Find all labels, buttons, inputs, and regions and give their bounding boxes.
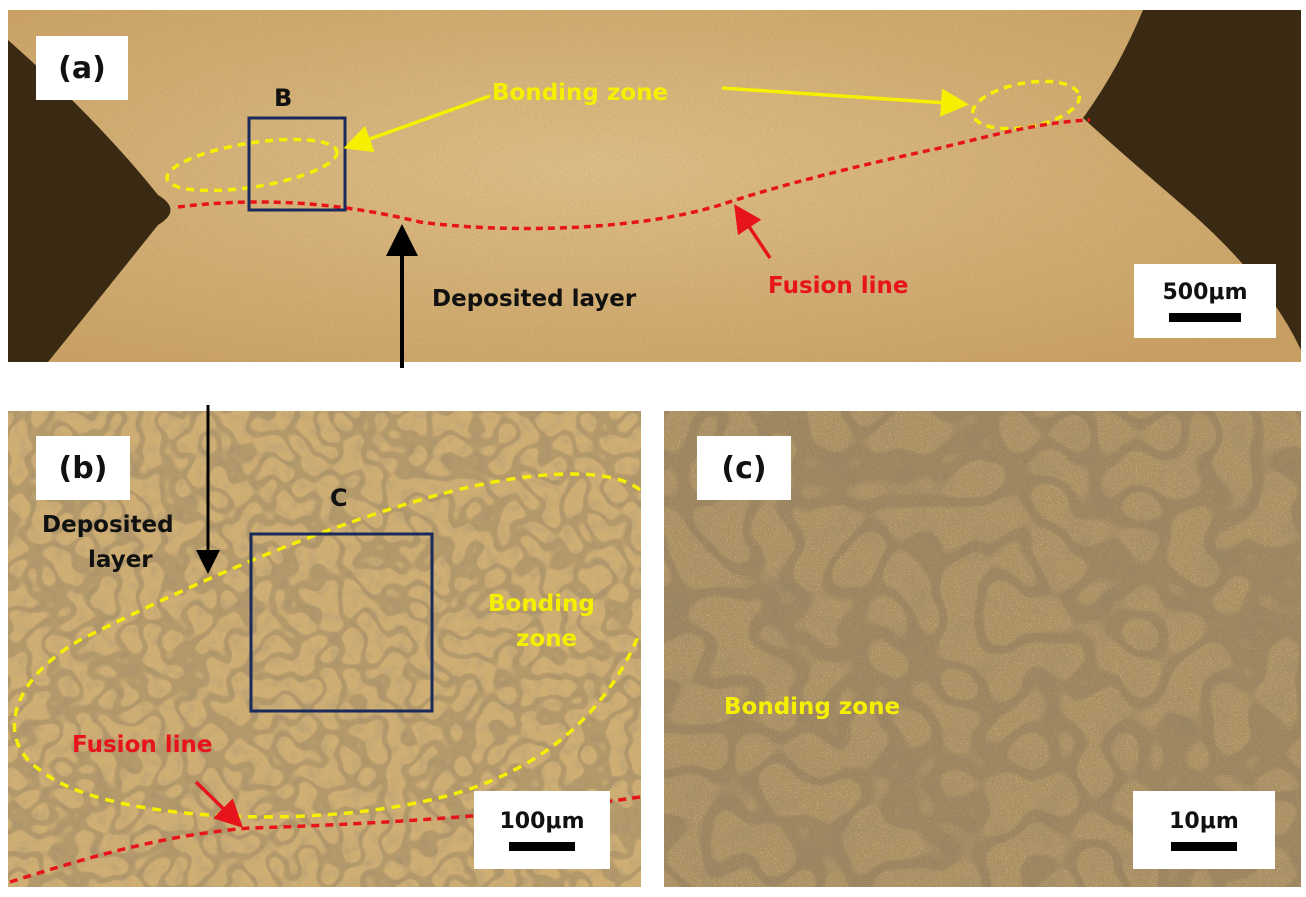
panel-tag-c: (c) [697, 436, 791, 500]
deposited-layer-label-a: Deposited layer [432, 286, 637, 312]
box-label-b: B [274, 84, 293, 112]
scale-bar-c: 10μm [1133, 791, 1275, 869]
bonding-zone-label-a: Bonding zone [492, 80, 669, 106]
scale-label-b: 100μm [499, 809, 585, 834]
panel-tag-b: (b) [36, 436, 130, 500]
deposited-layer-label-b-line1: Deposited [42, 512, 174, 538]
scale-bar-b: 100μm [474, 791, 610, 869]
bonding-zone-label-b-line2: zone [516, 626, 578, 652]
scale-label-a: 500μm [1162, 280, 1248, 305]
fusion-line-label-a: Fusion line [768, 273, 909, 299]
scale-bar-a: 500μm [1134, 264, 1276, 338]
panel-tag-a: (a) [36, 36, 128, 100]
deposited-layer-label-b-line2: layer [88, 547, 153, 573]
box-label-c: C [330, 484, 348, 512]
bonding-zone-label-b-line1: Bonding [488, 591, 595, 617]
bonding-zone-label-c: Bonding zone [724, 694, 901, 720]
fusion-line-label-b: Fusion line [72, 732, 213, 758]
scale-bar-line-a [1169, 313, 1241, 322]
scale-bar-line-b [509, 842, 575, 851]
scale-label-c: 10μm [1169, 809, 1239, 834]
micrograph-a-image [8, 10, 1301, 362]
notch-left [8, 40, 171, 362]
scale-bar-line-c [1171, 842, 1237, 851]
micrograph-panel-a [8, 10, 1301, 362]
